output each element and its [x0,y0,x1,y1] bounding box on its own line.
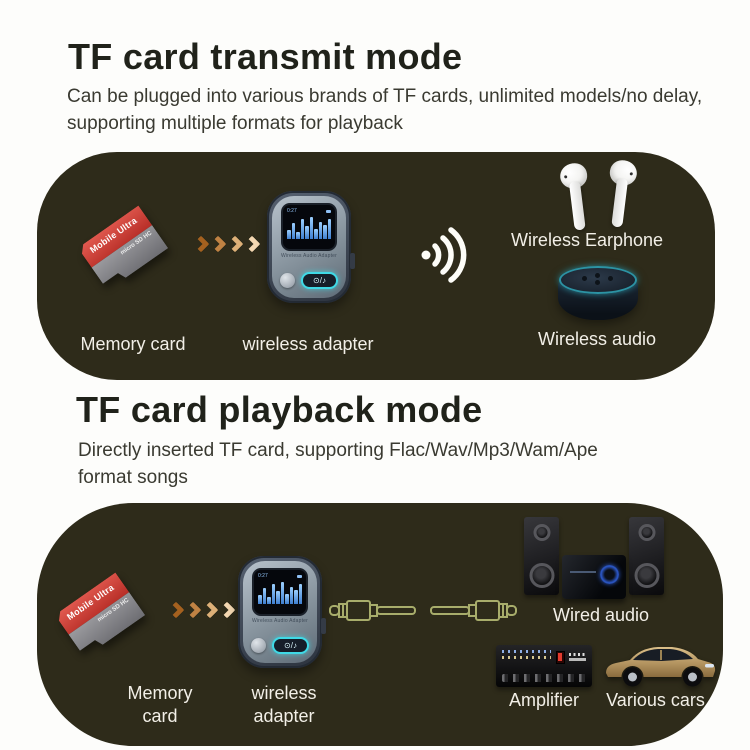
chevron-arrows-icon [192,232,261,256]
smart-speaker-image [558,266,638,322]
speaker-top [559,266,637,294]
left-speaker-tower [524,517,559,595]
various-cars-label: Various cars [606,690,705,710]
adapter-front-face: 0:27 Wireless Audio Adapter ⊙/♪ [243,561,317,663]
adapter-printed-label: Wireless Audio Adapter [251,618,309,624]
adapter-printed-label: Wireless Audio Adapter [280,253,338,259]
playback-mode-panel: Mobile Ultra micro SD HC 0:27 [37,503,723,746]
microsd-card: Mobile Ultra micro SD HC [55,572,145,657]
stereo-knob [600,565,619,584]
adapter-buttons: ⊙/♪ [243,637,317,654]
amplifier-indicator-dots [569,653,586,656]
wireless-adapter-device: 0:27 Wireless Audio Adapter ⊙/♪ [267,191,355,303]
adapter-side-button [321,618,326,634]
adapter-screen-status: 0:27 [287,208,331,214]
adapter-power-play-button: ⊙/♪ [272,637,309,654]
adapter-screen: 0:27 [254,570,306,614]
signal-waves-icon [421,227,467,283]
spectrum-bars [287,216,331,239]
battery-icon [326,209,331,213]
right-speaker-tower [629,517,664,595]
section1-subtitle: Can be plugged into various brands of TF… [67,86,703,134]
power-music-icon: ⊙/♪ [313,276,326,285]
memory-card-label: Memory card [80,334,186,354]
adapter-screen-status: 0:27 [258,573,302,579]
section2-title: TF card playback mode [76,389,483,430]
battery-icon [297,574,302,578]
stereo-center-unit [562,555,626,599]
adapter-screen: 0:27 [283,205,335,249]
microsd-card: Mobile Ultra micro SD HC [78,205,168,290]
left-earbud [558,161,598,236]
amplifier-display [556,651,565,664]
screen-time: 0:27 [287,208,297,214]
amplifier-image [496,645,592,687]
section2-subtitle: Directly inserted TF card, supporting Fl… [78,440,598,488]
wireless-adapter-device: 0:27 Wireless Audio Adapter ⊙/♪ [238,556,326,668]
wireless-adapter-label: wireless adapter [242,334,374,354]
wireless-audio-label: Wireless audio [537,329,657,349]
adapter-buttons: ⊙/♪ [272,272,346,289]
memory-card-image: Mobile Ultra micro SD HC [63,589,137,641]
adapter-front-face: 0:27 Wireless Audio Adapter ⊙/♪ [272,196,346,298]
adapter-power-play-button: ⊙/♪ [301,272,338,289]
power-music-icon: ⊙/♪ [284,641,297,650]
aux-cable-icon [329,600,517,621]
adapter-side-button [350,253,355,269]
speaker-buttons [582,276,587,281]
transmit-mode-panel: Mobile Ultra micro SD HC 0:27 [37,152,715,380]
amplifier-knobs [502,674,586,682]
right-earbud [600,158,639,233]
wired-audio-label: Wired audio [552,605,650,625]
memory-card-image: Mobile Ultra micro SD HC [86,222,160,274]
wireless-earphone-label: Wireless Earphone [510,230,664,250]
screen-time: 0:27 [258,573,268,579]
spectrum-bars [258,581,302,604]
adapter-round-button [280,273,295,288]
chevron-arrows-icon [167,598,236,622]
adapter-round-button [251,638,266,653]
wireless-adapter-label: wireless adapter [251,683,317,727]
stereo-system-image [524,517,664,601]
amplifier-label: Amplifier [508,690,579,710]
memory-card-label: Memory card [127,683,193,727]
section1-title: TF card transmit mode [68,36,463,77]
car-image [606,647,716,687]
